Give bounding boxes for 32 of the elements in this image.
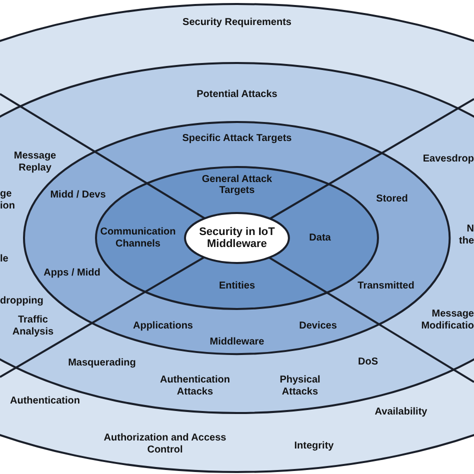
- ring-title: Specific Attack Targets: [182, 132, 292, 144]
- segment-label: Authentication Attacks: [159, 374, 231, 398]
- segment-label: Authorization and Access Control: [102, 432, 228, 456]
- segment-label: dropping: [0, 295, 44, 307]
- segment-label: ge ion: [0, 188, 16, 212]
- segment-label: Masquerading: [68, 357, 136, 369]
- segment-label: Transmitted: [358, 280, 414, 292]
- segment-label: Applications: [133, 320, 193, 332]
- segment-label: le: [0, 253, 8, 265]
- segment-label: Middleware: [210, 336, 264, 348]
- segment-label: Entities: [218, 280, 256, 292]
- segment-label: Message Replay: [12, 150, 58, 174]
- segment-label: Devices: [299, 320, 337, 332]
- segment-label: Physical Attacks: [278, 374, 322, 398]
- segment-label: Availability: [374, 406, 428, 418]
- segment-label: Apps / Midd: [44, 267, 100, 279]
- segment-label: N the: [458, 224, 474, 246]
- segment-label: DoS: [358, 356, 378, 368]
- ring-title: General Attack Targets: [200, 174, 274, 196]
- segment-label: Integrity: [294, 440, 334, 452]
- segment-label: Midd / Devs: [50, 189, 106, 201]
- segment-label: Communication Channels: [99, 226, 177, 250]
- segment-label: Stored: [376, 193, 408, 205]
- ring-title: Security Requirements: [182, 17, 292, 28]
- center-title: Security in IoT Middleware: [198, 226, 276, 250]
- segment-label: Message Modificatio: [420, 308, 474, 332]
- segment-label: Data: [309, 232, 331, 244]
- segment-label: Traffic Analysis: [11, 314, 55, 338]
- ring-title: Potential Attacks: [196, 88, 278, 100]
- segment-label: Eavesdrop: [422, 153, 474, 165]
- center-ellipse: [184, 212, 290, 264]
- segment-label: Authentication: [10, 395, 80, 407]
